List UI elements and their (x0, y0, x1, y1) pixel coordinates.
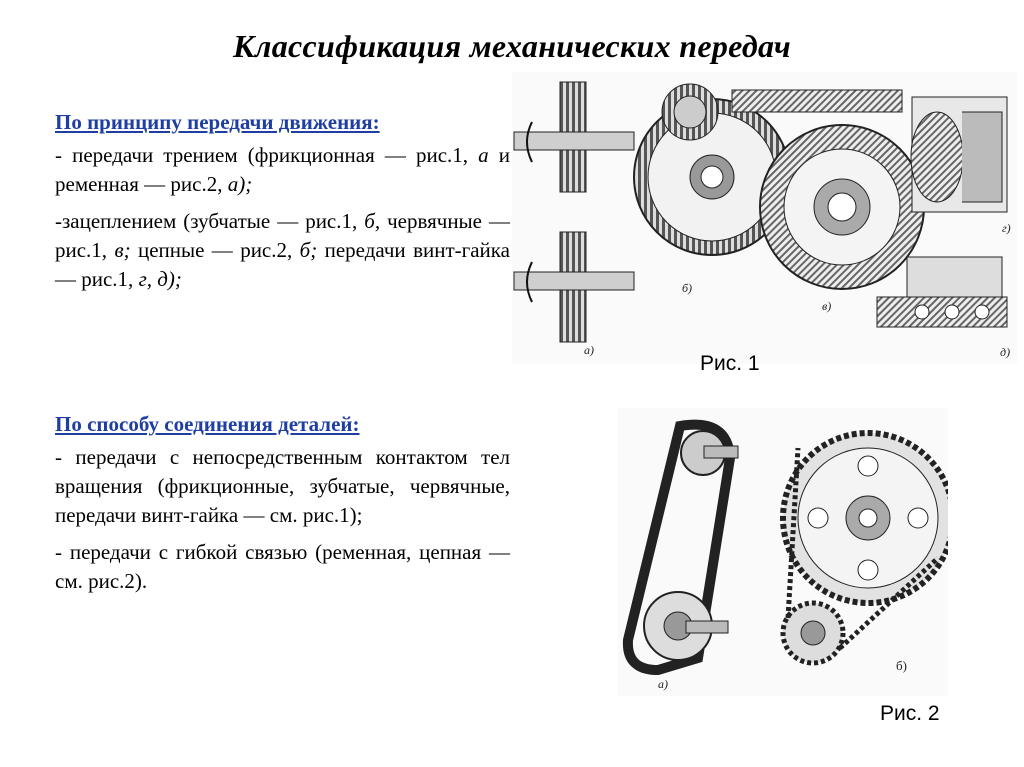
sublabel-a: а) (584, 343, 594, 357)
sublabel-e: д) (1000, 345, 1010, 359)
figure-2-drives-image: а) б) (618, 408, 948, 696)
sublabel-d: г) (1002, 221, 1011, 235)
sublabel-b: б) (896, 658, 907, 673)
gear-pair-b-icon (633, 83, 791, 256)
sublabel-c: в) (822, 299, 831, 313)
sublabel-a: а) (658, 677, 668, 691)
figure-2-caption: Рис. 2 (880, 702, 940, 725)
sublabel-b: б) (682, 281, 692, 295)
list-item-flexible-link: - передачи с гибкой связью (ременная, це… (55, 540, 510, 593)
worm-gear-c-icon (731, 89, 925, 290)
ball-screw-e-icon (876, 256, 1008, 328)
section-heading: По принципу передачи движения: (55, 110, 380, 134)
screw-nut-d-icon (910, 96, 1008, 213)
slide-title: Классификация механических передач (232, 28, 792, 64)
chain-drive-icon (780, 430, 948, 666)
list-item-direct-contact: - передачи с непосредственным контактом … (55, 445, 510, 527)
belt-drive-icon (622, 419, 739, 676)
figure-1-caption: Рис. 1 (700, 352, 760, 375)
section-heading: По способу соединения деталей: (55, 412, 360, 436)
section-motion-principle: По принципу передачи движения: - передач… (55, 108, 510, 302)
list-item-friction: - передачи трением (фрикционная — рис.1,… (55, 143, 510, 196)
figure-1-gears-image: а) б) в) г) д) (512, 72, 1017, 364)
gear-pair-a-icon (513, 81, 635, 343)
list-item-engagement: -зацеплением (зубчатые — рис.1, б, червя… (55, 209, 511, 291)
section-connection-method: По способу соединения деталей: - передач… (55, 410, 510, 604)
